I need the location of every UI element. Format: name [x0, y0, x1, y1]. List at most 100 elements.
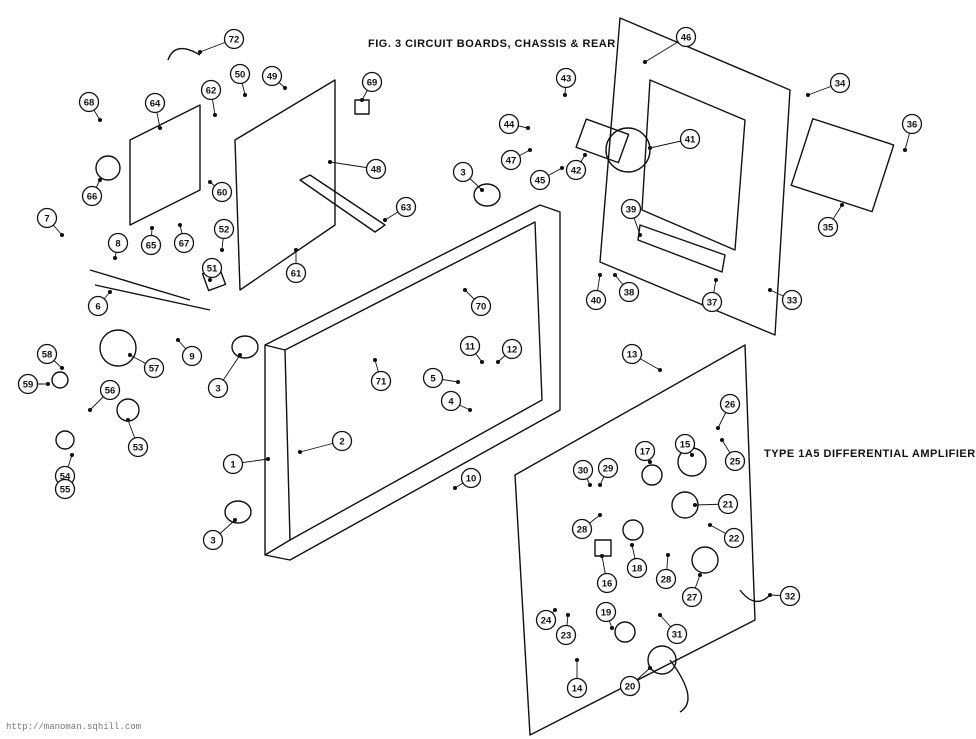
callout-tip	[157, 125, 163, 131]
callout-29: 29	[597, 457, 619, 479]
callout-8: 8	[107, 232, 129, 254]
callout-42: 42	[565, 159, 587, 181]
callout-51: 51	[201, 257, 223, 279]
callout-6: 6	[87, 295, 109, 317]
callout-tip	[69, 452, 75, 458]
callout-15: 15	[674, 433, 696, 455]
callout-55: 55	[54, 478, 76, 500]
callout-number: 21	[723, 500, 734, 511]
chassis-frame-inner	[284, 221, 543, 541]
callout-bubble	[222, 453, 244, 475]
callout-30: 30	[572, 459, 594, 481]
callout-47: 47	[500, 149, 522, 171]
callout-71: 71	[370, 370, 392, 392]
callout-tip	[805, 92, 811, 98]
callout-tip	[87, 407, 93, 413]
callout-9: 9	[181, 345, 203, 367]
callout-26: 26	[719, 393, 741, 415]
callout-bubble	[127, 436, 149, 458]
callout-tip	[232, 517, 238, 523]
callout-24: 24	[535, 609, 557, 631]
callout-bubble	[621, 343, 643, 365]
callout-bubble	[365, 158, 387, 180]
callout-number: 38	[624, 288, 635, 299]
callout-64: 64	[144, 92, 166, 114]
callout-bubble	[781, 289, 803, 311]
callout-tip	[112, 255, 118, 261]
callout-bubble	[207, 377, 229, 399]
callout-number: 33	[787, 296, 798, 307]
callout-bubble	[36, 207, 58, 229]
callout-number: 2	[339, 437, 344, 448]
callout-63: 63	[395, 196, 417, 218]
callout-14: 14	[566, 677, 588, 699]
callout-bubble	[54, 478, 76, 500]
callout-number: 32	[785, 592, 796, 603]
callout-tip	[637, 232, 643, 238]
callout-number: 67	[179, 239, 190, 250]
callout-tip	[212, 112, 218, 118]
callout-number: 23	[561, 631, 572, 642]
callout-number: 69	[367, 78, 378, 89]
callout-65: 65	[140, 234, 162, 256]
callout-number: 5	[430, 374, 436, 385]
callout-35: 35	[817, 216, 839, 238]
callout-67: 67	[173, 232, 195, 254]
callout-number: 46	[681, 33, 692, 44]
callout-number: 65	[146, 241, 157, 252]
callout-number: 44	[504, 120, 515, 131]
callout-number: 11	[465, 342, 476, 353]
callout-tip	[647, 145, 653, 151]
spacer-rod	[299, 174, 386, 233]
callout-22: 22	[723, 527, 745, 549]
callout-tip	[707, 522, 713, 528]
callout-bubble	[565, 159, 587, 181]
callout-tip	[629, 542, 635, 548]
callout-tip	[467, 407, 473, 413]
callout-bubble	[719, 393, 741, 415]
callout-number: 31	[672, 630, 683, 641]
callout-bubble	[395, 196, 417, 218]
callout-bubble	[201, 257, 223, 279]
callout-bubble	[723, 527, 745, 549]
callout-bubble	[422, 367, 444, 389]
callout-tip	[107, 289, 113, 295]
callout-number: 58	[42, 350, 53, 361]
callout-tip	[297, 449, 303, 455]
callout-bubble	[140, 234, 162, 256]
callout-32: 32	[779, 585, 801, 607]
lower-side-panel	[514, 344, 756, 736]
callout-number: 60	[217, 188, 228, 199]
callout-number: 72	[229, 35, 240, 46]
callout-number: 64	[150, 99, 161, 110]
callout-16: 16	[596, 572, 618, 594]
rear-panel-slot	[637, 224, 726, 273]
callout-bubble	[452, 161, 474, 183]
callout-49: 49	[261, 65, 283, 87]
callout-bubble	[500, 149, 522, 171]
callout-bubble	[331, 430, 353, 452]
callout-tip	[479, 359, 485, 365]
callout-bubble	[99, 379, 121, 401]
callout-4: 4	[440, 390, 462, 412]
callout-number: 13	[627, 350, 638, 361]
callout-bubble	[675, 26, 697, 48]
callout-tip	[597, 482, 603, 488]
callout-21: 21	[717, 493, 739, 515]
callout-61: 61	[285, 262, 307, 284]
callout-bubble	[529, 169, 551, 191]
callout-5: 5	[422, 367, 444, 389]
callout-bubble	[596, 572, 618, 594]
callout-bubble	[679, 128, 701, 150]
callout-bubble	[597, 457, 619, 479]
callout-number: 20	[625, 682, 636, 693]
callout-25: 25	[724, 450, 746, 472]
callout-33: 33	[781, 289, 803, 311]
callout-60: 60	[211, 181, 233, 203]
callout-number: 70	[476, 302, 487, 313]
callout-58: 58	[36, 343, 58, 365]
callout-bubble	[724, 450, 746, 472]
callout-tip	[479, 187, 485, 193]
callout-number: 51	[207, 264, 218, 275]
